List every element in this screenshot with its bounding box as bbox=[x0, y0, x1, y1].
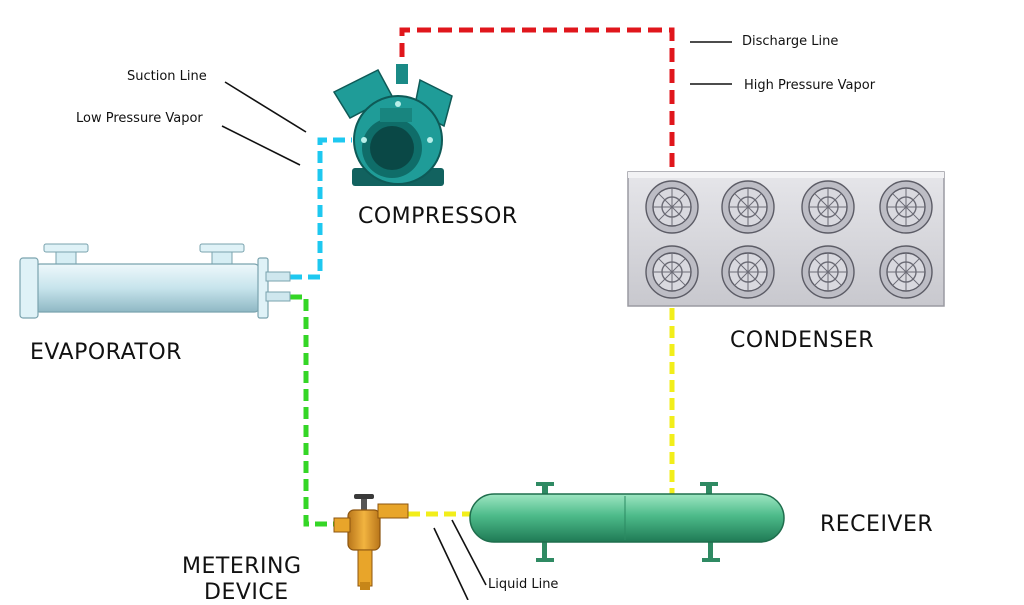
discharge-line-label: Discharge Line bbox=[742, 34, 839, 49]
condenser-fan-icon bbox=[879, 180, 933, 234]
metering-device-icon bbox=[333, 494, 409, 590]
low-pressure-vapor-label: Low Pressure Vapor bbox=[76, 111, 203, 126]
condenser-fan-icon bbox=[721, 245, 775, 299]
compressor-icon bbox=[332, 64, 453, 186]
leader-lines bbox=[221, 41, 732, 600]
condenser-fan-icon bbox=[721, 180, 775, 234]
condenser-icon bbox=[627, 171, 945, 307]
evaporator-icon bbox=[19, 243, 291, 319]
condenser-fans bbox=[645, 180, 933, 299]
receiver-icon bbox=[469, 482, 785, 562]
receiver-label: RECEIVER bbox=[820, 512, 934, 537]
high-pressure-vapor-label: High Pressure Vapor bbox=[744, 78, 876, 93]
evaporator-label: EVAPORATOR bbox=[30, 340, 182, 365]
suction-line-label: Suction Line bbox=[127, 69, 207, 84]
condenser-fan-icon bbox=[801, 245, 855, 299]
metering-device-label-line2: DEVICE bbox=[204, 580, 289, 605]
compressor-label: COMPRESSOR bbox=[358, 204, 518, 229]
discharge-line bbox=[399, 27, 675, 172]
condenser-fan-icon bbox=[645, 180, 699, 234]
suction-line bbox=[290, 137, 352, 280]
metering-device-label-line1: METERING bbox=[182, 554, 302, 579]
condenser-fan-icon bbox=[645, 245, 699, 299]
condenser-fan-icon bbox=[801, 180, 855, 234]
liquid-line-label: Liquid Line bbox=[488, 577, 559, 592]
condenser-fan-icon bbox=[879, 245, 933, 299]
low-pressure-liquid-line bbox=[290, 294, 340, 527]
condenser-label: CONDENSER bbox=[730, 328, 875, 353]
